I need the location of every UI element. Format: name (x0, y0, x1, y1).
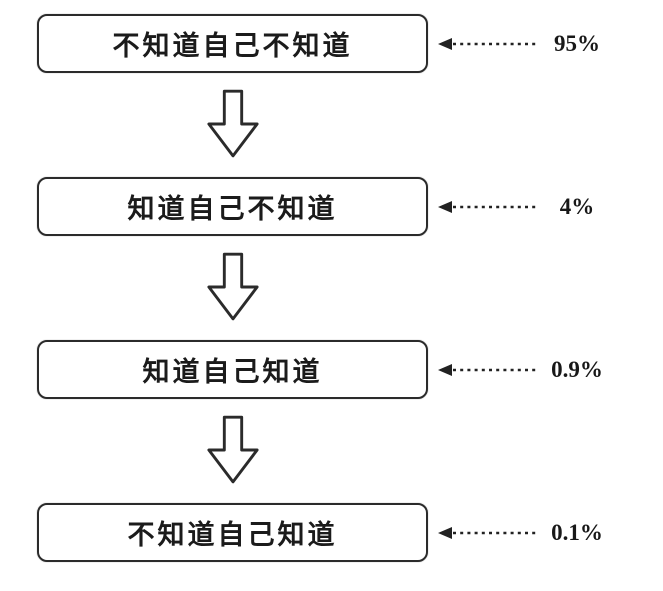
dotted-left-arrow-icon (438, 363, 537, 376)
percentage-label: 4% (559, 193, 595, 219)
stage-label: 不知道自己不知道 (112, 31, 353, 61)
dotted-left-arrow-icon (438, 200, 537, 213)
stage-annotation: 0.9% (437, 340, 617, 399)
stage-label: 知道自己不知道 (127, 194, 338, 224)
stage-annotation: 4% (437, 177, 617, 236)
dotted-left-arrow-icon (438, 526, 537, 539)
down-arrow-icon (207, 89, 259, 158)
stage-box: 知道自己不知道 (37, 177, 428, 236)
stage-box: 不知道自己知道 (37, 503, 428, 562)
percentage-label: 0.1% (551, 519, 603, 545)
stage-annotation: 0.1% (437, 503, 617, 562)
percentage-label: 95% (554, 30, 600, 56)
stage-label: 知道自己知道 (142, 357, 323, 387)
stage-box: 知道自己知道 (37, 340, 428, 399)
stage-annotation: 95% (437, 14, 617, 73)
dotted-left-arrow-icon (438, 37, 537, 50)
stage-box: 不知道自己不知道 (37, 14, 428, 73)
stage-label: 不知道自己知道 (127, 520, 338, 550)
down-arrow-icon (207, 415, 259, 484)
percentage-label: 0.9% (551, 356, 603, 382)
down-arrow-icon (207, 252, 259, 321)
